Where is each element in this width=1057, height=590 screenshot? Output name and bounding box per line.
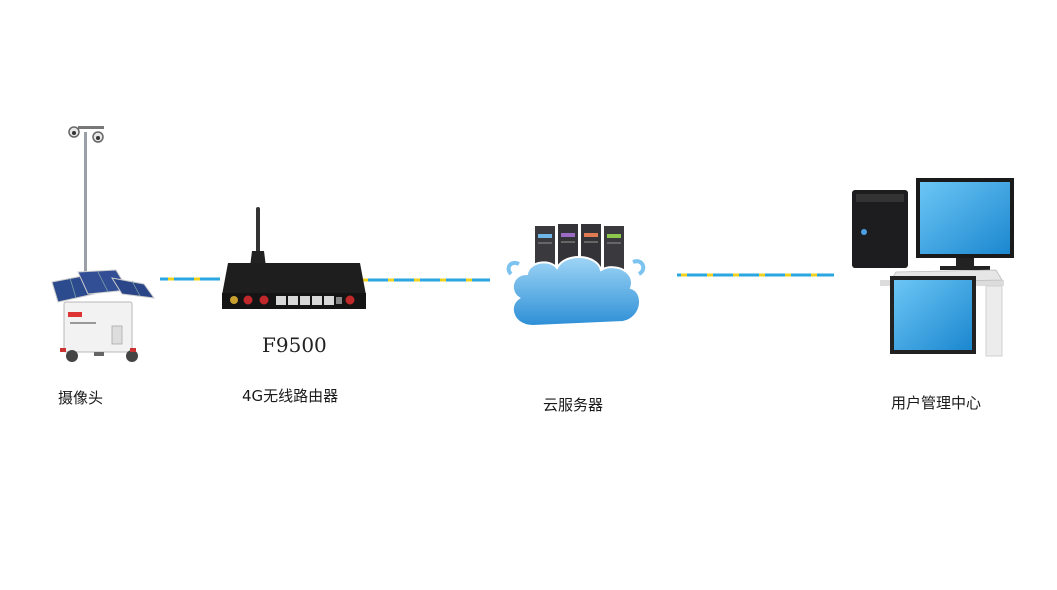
link-camera-router bbox=[160, 277, 220, 281]
computer-workstation-icon bbox=[852, 178, 1014, 357]
cloud-node bbox=[505, 222, 647, 334]
solar-camera-tower-icon bbox=[51, 126, 156, 362]
cloud-label: 云服务器 bbox=[543, 396, 604, 414]
cloud-server-icon bbox=[506, 224, 646, 328]
router-model: F9500 bbox=[262, 333, 327, 357]
link-cloud-user bbox=[677, 273, 834, 277]
4g-router-icon bbox=[222, 207, 366, 309]
router-label: 4G无线路由器 bbox=[242, 387, 339, 405]
user-node bbox=[846, 170, 1022, 360]
router-node bbox=[220, 205, 370, 317]
camera-label: 摄像头 bbox=[58, 389, 104, 407]
user-label: 用户管理中心 bbox=[891, 394, 982, 412]
link-router-cloud bbox=[362, 278, 490, 282]
camera-node bbox=[48, 112, 160, 370]
